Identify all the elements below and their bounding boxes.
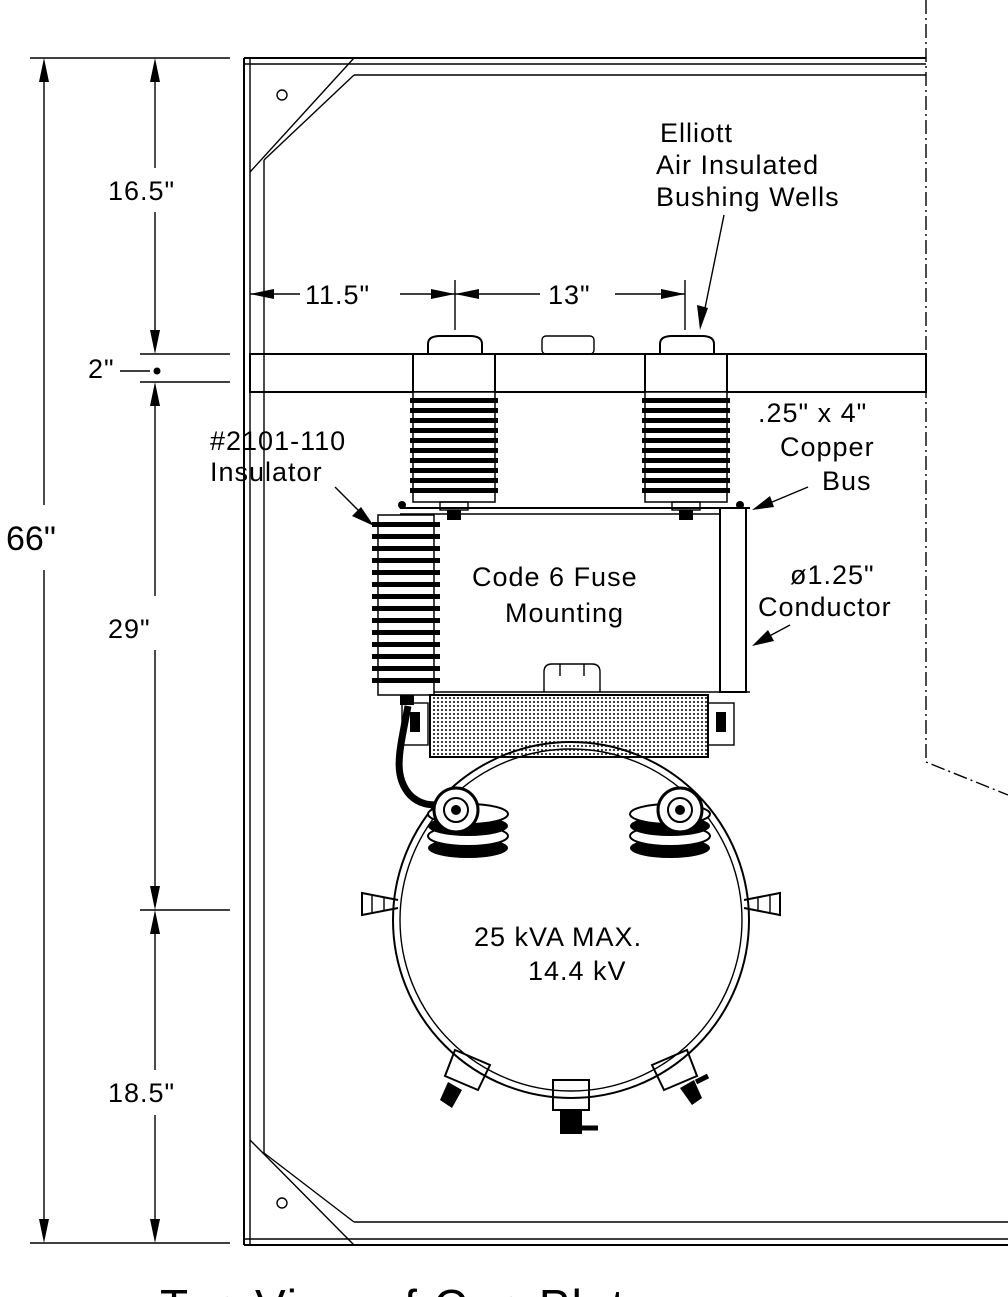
conductor-line1: ø1.25" [790, 560, 875, 590]
conductor-label: ø1.25" Conductor [758, 560, 892, 622]
bushing-wells-line2: Air Insulated [656, 150, 819, 180]
conductor-line2: Conductor [758, 592, 892, 622]
fuse-body [401, 694, 735, 758]
fuse-mounting-line2: Mounting [505, 598, 624, 628]
bushing-wells-line3: Bushing Wells [656, 182, 840, 212]
dim-bushing-spacing: 13" [548, 280, 591, 310]
dim-middle-section: 29" [108, 614, 151, 644]
leader-arrows [334, 214, 809, 646]
bushing-wells-line1: Elliott [660, 118, 733, 148]
copper-bus-line1: .25" x 4" [758, 398, 867, 428]
fuse-mounting-label: Code 6 Fuse Mounting [472, 562, 638, 628]
bushing-wells-label: Elliott Air Insulated Bushing Wells [656, 118, 840, 212]
hv-bushing-right [629, 786, 711, 858]
copper-bus-line2: Copper [780, 432, 875, 462]
break-line [925, 0, 1008, 796]
support-insulator [372, 514, 440, 705]
drawing-title: Top View of Cap Plate [160, 1280, 654, 1297]
cap-plate-bar [249, 335, 927, 393]
bushing-well-left [410, 335, 498, 520]
fuse-mounting [398, 501, 750, 693]
insulator-label: #2101-110 Insulator [210, 426, 346, 487]
dim-total-height: 66" [6, 520, 56, 558]
transformer-label: 25 kVA MAX. 14.4 kV [474, 922, 642, 986]
lv-terminal-center [552, 1079, 598, 1134]
transformer-tank [361, 741, 781, 1099]
hv-bushing-left [427, 786, 509, 858]
dim-bus-height: 2" [88, 354, 115, 384]
insulator-line1: #2101-110 [210, 426, 346, 456]
dim-bottom-section: 18.5" [108, 1078, 175, 1108]
insulator-line2: Insulator [210, 457, 323, 487]
dim-top-section: 16.5" [108, 176, 175, 206]
transformer-rating: 25 kVA MAX. [474, 922, 642, 952]
fuse-mounting-line1: Code 6 Fuse [472, 562, 638, 592]
copper-bus-line3: Bus [822, 466, 872, 496]
lv-terminal-right [650, 1048, 710, 1105]
bushing-well-right [642, 335, 730, 520]
transformer-voltage: 14.4 kV [528, 956, 627, 986]
lead-cable [395, 705, 441, 809]
copper-bus-label: .25" x 4" Copper Bus [758, 398, 875, 496]
lv-terminal-left [440, 1048, 492, 1108]
dimension-lines [30, 57, 686, 1244]
dim-left-offset: 11.5" [305, 280, 370, 310]
enclosure-frame [243, 57, 1008, 1246]
